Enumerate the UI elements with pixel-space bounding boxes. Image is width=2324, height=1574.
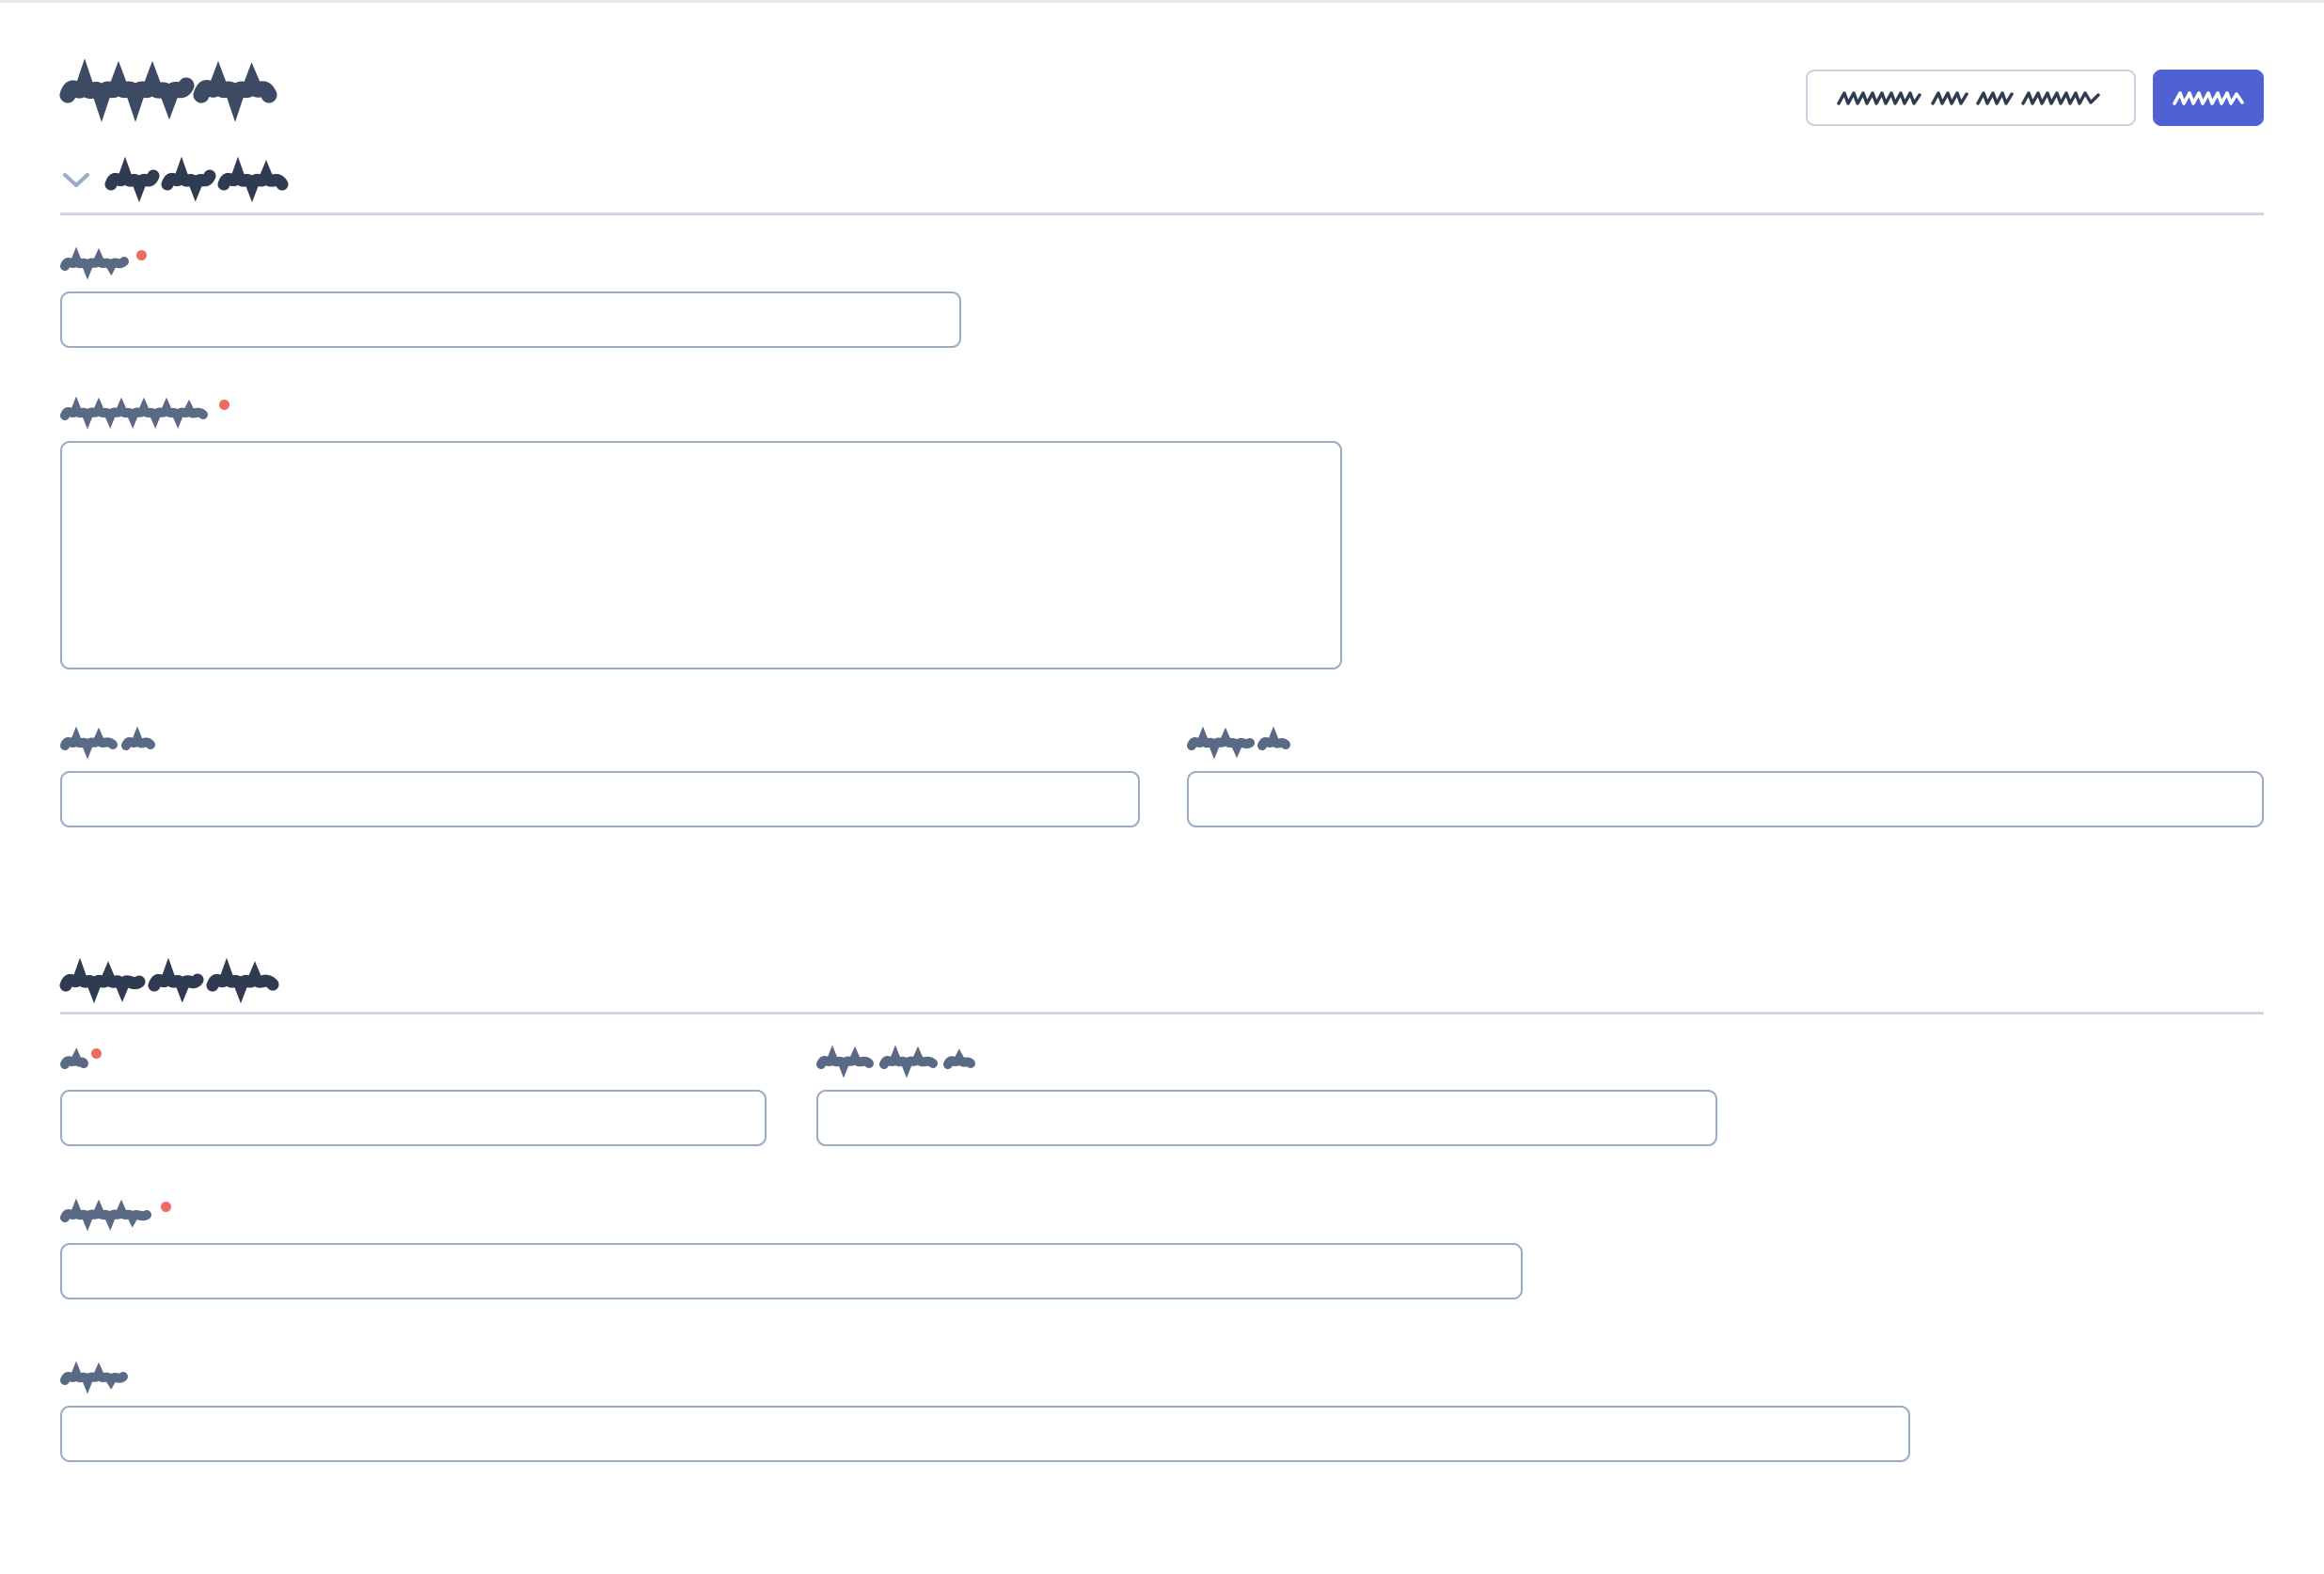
- section-one-title: [104, 156, 293, 203]
- section-two-title: [59, 957, 286, 1004]
- secondary-action-button[interactable]: [1806, 70, 2136, 126]
- field-3: [60, 726, 1140, 827]
- field-7-label-redacted-text: [60, 1198, 151, 1232]
- field-3-label-redacted-text: [60, 726, 155, 760]
- field-8-label: [60, 1361, 1910, 1394]
- field-2-required-marker: [219, 400, 229, 410]
- section-two: [59, 957, 2264, 1015]
- field-2-textarea[interactable]: [60, 441, 1342, 669]
- field-3-input[interactable]: [60, 771, 1140, 827]
- field-2: [60, 396, 1342, 669]
- field-6-input[interactable]: [816, 1090, 1717, 1146]
- primary-action-button[interactable]: [2153, 70, 2264, 126]
- field-6-label-redacted-text: [816, 1045, 975, 1078]
- field-2-label-redacted-text: [60, 396, 208, 430]
- field-4-input[interactable]: [1187, 771, 2264, 827]
- field-7-label: [60, 1198, 1523, 1232]
- field-4-label-redacted-text: [1187, 726, 1290, 760]
- section-one-divider: [60, 212, 2264, 215]
- top-edge-strip: [0, 0, 2324, 3]
- field-5-label-redacted-text: [60, 1047, 88, 1069]
- field-8: [60, 1361, 1910, 1462]
- field-7: [60, 1198, 1523, 1299]
- section-one-title-redacted-text: [104, 156, 289, 203]
- secondary-action-button-redacted-label: [1836, 91, 2100, 105]
- field-6: [816, 1045, 1717, 1146]
- section-one-header[interactable]: [60, 156, 2264, 203]
- chevron-down-icon[interactable]: [60, 164, 92, 196]
- field-1-label: [60, 246, 961, 280]
- field-8-input[interactable]: [60, 1406, 1910, 1462]
- field-1-required-marker: [136, 250, 147, 260]
- field-7-input[interactable]: [60, 1243, 1523, 1299]
- field-3-label: [60, 726, 1140, 760]
- section-one: [60, 156, 2264, 215]
- field-1: [60, 246, 961, 348]
- field-1-label-redacted-text: [60, 246, 129, 280]
- field-7-required-marker: [161, 1202, 171, 1212]
- section-two-divider: [60, 1012, 2264, 1015]
- field-5-required-marker: [91, 1048, 102, 1059]
- field-2-label: [60, 396, 1342, 430]
- field-4: [1187, 726, 2264, 827]
- field-6-label: [816, 1045, 1717, 1078]
- field-4-label: [1187, 726, 2264, 760]
- primary-action-button-redacted-label: [2173, 91, 2244, 105]
- page-title: [59, 58, 277, 122]
- field-5: [60, 1047, 767, 1146]
- field-5-label: [60, 1047, 767, 1077]
- field-1-input[interactable]: [60, 291, 961, 348]
- page-title-redacted-text: [59, 58, 277, 122]
- section-two-header: [59, 957, 2264, 1004]
- section-two-title-redacted-text: [59, 957, 279, 1004]
- field-8-label-redacted-text: [60, 1361, 128, 1394]
- header-actions: [1806, 70, 2264, 126]
- field-5-input[interactable]: [60, 1090, 767, 1146]
- page-header: [59, 58, 2264, 134]
